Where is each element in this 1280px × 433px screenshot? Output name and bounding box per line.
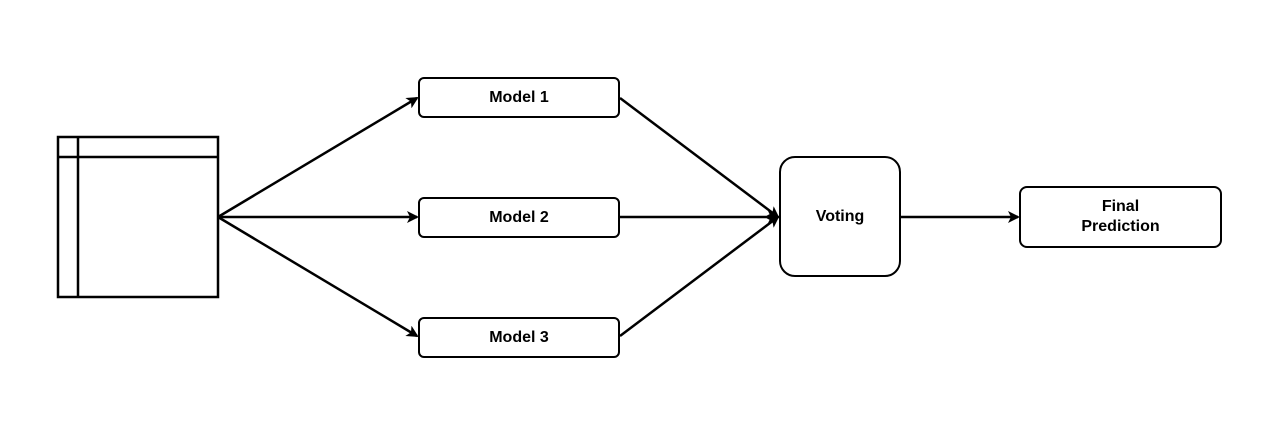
model-2-label: Model 2	[489, 208, 549, 226]
final-prediction-node: Final Prediction	[1019, 186, 1222, 248]
edge-dataset-to-model-1	[217, 96, 419, 219]
edge-dataset-to-model-3	[217, 215, 419, 338]
model-3-node: Model 3	[418, 317, 620, 358]
model-3-label: Model 3	[489, 328, 549, 346]
model-2-node: Model 2	[418, 197, 620, 238]
edge-model-1-to-voting	[619, 97, 780, 219]
dataset-table-icon	[56, 135, 220, 299]
final-prediction-label-line-2: Prediction	[1081, 218, 1160, 235]
voting-node: Voting	[779, 156, 901, 277]
edge-model-3-to-voting	[619, 215, 780, 337]
model-1-label: Model 1	[489, 88, 549, 106]
voting-label: Voting	[815, 207, 865, 225]
final-prediction-label-line-1: Final	[1101, 198, 1140, 215]
model-1-node: Model 1	[418, 77, 620, 118]
